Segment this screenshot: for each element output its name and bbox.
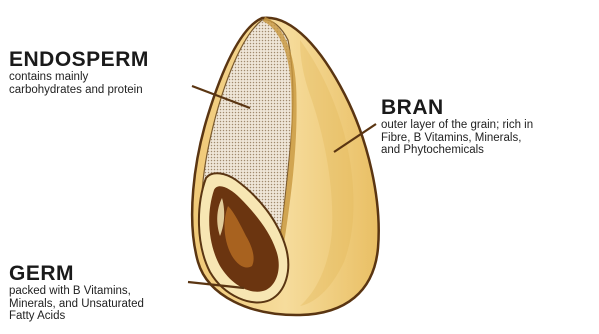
endosperm-title: ENDOSPERM [9, 49, 149, 71]
endosperm-label: ENDOSPERM contains mainly carbohydrates … [9, 49, 149, 96]
bran-title: BRAN [381, 97, 533, 119]
bran-description: outer layer of the grain; rich in Fibre,… [381, 119, 533, 157]
endosperm-description: contains mainly carbohydrates and protei… [9, 71, 149, 96]
bran-label: BRAN outer layer of the grain; rich in F… [381, 97, 533, 157]
germ-title: GERM [9, 263, 144, 285]
germ-label: GERM packed with B Vitamins, Minerals, a… [9, 263, 144, 323]
germ-description: packed with B Vitamins, Minerals, and Un… [9, 285, 144, 323]
